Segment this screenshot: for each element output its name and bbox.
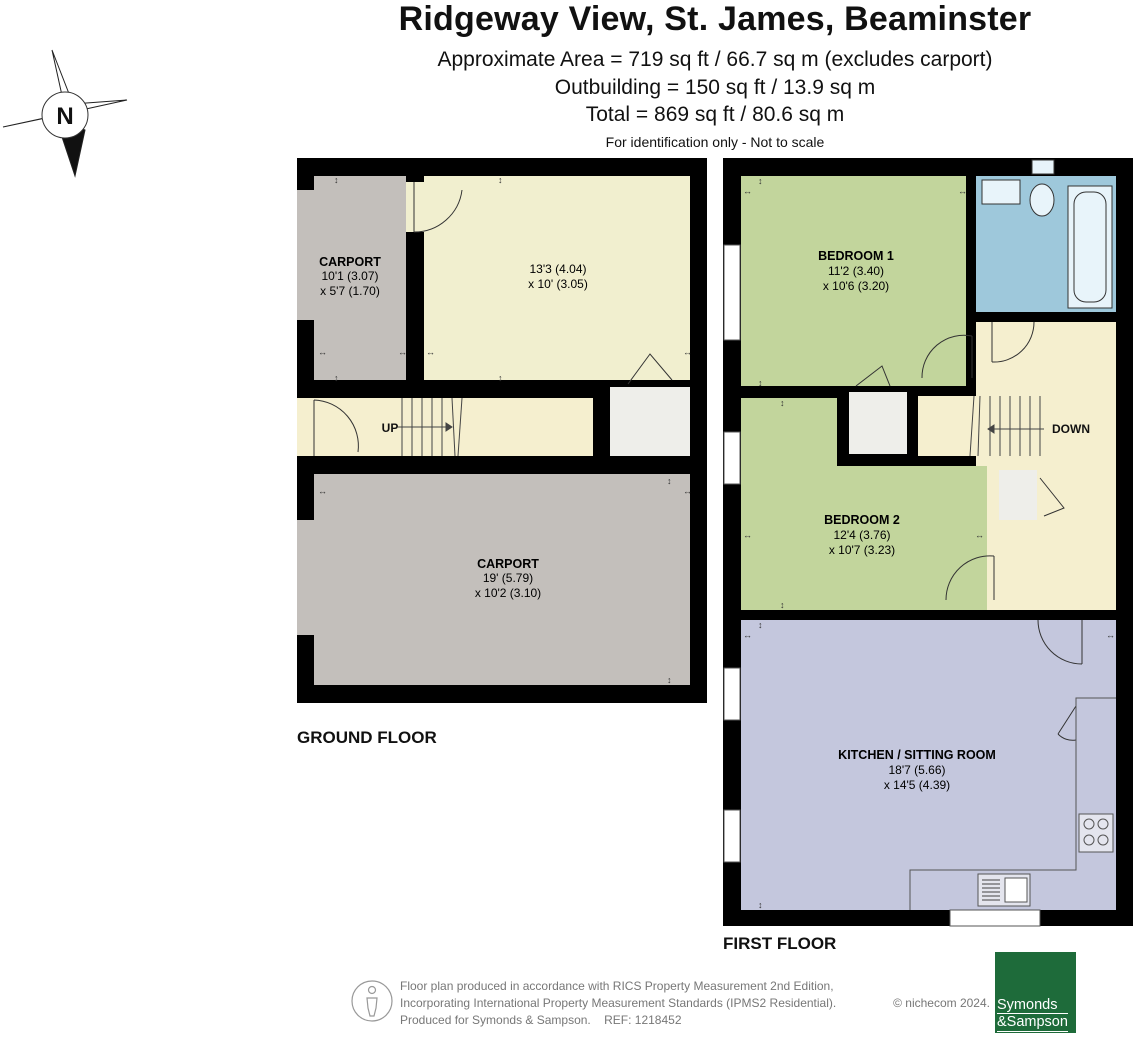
ground-cupboard-area <box>610 387 690 456</box>
compass-north-letter: N <box>56 103 73 130</box>
bedroom-1-dim2: x 10'6 (3.20) <box>823 279 889 293</box>
svg-text:↕: ↕ <box>667 476 672 486</box>
ground-floor-plan: UP ↕ ↕ ↕ ↕ ↔ ↔ ↔ ↔ ↔ ↔ ↕ ↕ CARPORT 10'1 (3.07)… <box>297 158 707 703</box>
ground-stairs-label: UP <box>382 421 399 435</box>
svg-text:↔: ↔ <box>975 530 984 540</box>
first-cupboard-1 <box>849 392 907 454</box>
carport-small-dim1: 10'1 (3.07) <box>322 269 379 283</box>
svg-text:↔: ↔ <box>683 486 692 496</box>
svg-text:↔: ↔ <box>1106 630 1115 640</box>
bedroom-1-dim1: 11'2 (3.40) <box>828 264 884 278</box>
svg-text:↔: ↔ <box>398 347 407 357</box>
ground-floor-label: GROUND FLOOR <box>297 728 437 747</box>
total-area-line: Total = 869 sq ft / 80.6 sq m <box>585 103 845 126</box>
carport-large-dim2: x 10'2 (3.10) <box>475 586 541 600</box>
svg-text:↕: ↕ <box>780 600 785 610</box>
carport-large-title: CARPORT <box>477 557 539 571</box>
outbuilding-area-line: Outbuilding = 150 sq ft / 13.9 sq m <box>554 76 876 99</box>
person-icon <box>351 980 393 1022</box>
footer-copyright: © nichecom 2024. <box>893 996 990 1010</box>
brand-line-2: &Sampson <box>997 1013 1068 1032</box>
carport-small-area <box>314 176 406 380</box>
bedroom-2-title: BEDROOM 2 <box>824 513 900 527</box>
svg-text:↕: ↕ <box>498 175 503 185</box>
plan-title: Ridgeway View, St. James, Beaminster <box>398 0 1032 38</box>
bedroom-2-area-b <box>837 466 987 610</box>
svg-text:↔: ↔ <box>318 486 327 496</box>
first-floor-plan: DOWN ↔ ↔ ↕ ↕ ↔ ↔ ↕ ↕ ↕ ↕ ↔ ↔ BEDROOM 1 11'2 (3… <box>723 158 1133 927</box>
brand-logo: Symonds &Sampson <box>995 952 1076 1033</box>
svg-text:↔: ↔ <box>426 347 435 357</box>
svg-text:↔: ↔ <box>958 186 967 196</box>
bedroom-2-area-a <box>741 398 837 610</box>
kitchen-dim2: x 14'5 (4.39) <box>884 778 950 792</box>
svg-text:↔: ↔ <box>318 347 327 357</box>
bedroom-2-dim1: 12'4 (3.76) <box>834 528 891 542</box>
svg-text:↕: ↕ <box>780 398 785 408</box>
first-stairs-label: DOWN <box>1052 422 1090 436</box>
svg-text:↔: ↔ <box>743 630 752 640</box>
footer-line-2: Incorporating International Property Mea… <box>400 996 837 1010</box>
first-stairs-area <box>918 396 1046 456</box>
carport-large-area <box>314 474 690 685</box>
svg-text:↔: ↔ <box>683 347 692 357</box>
identification-note: For identification only - Not to scale <box>605 134 825 150</box>
first-cupboard-2 <box>999 470 1037 520</box>
carport-large-dim1: 19' (5.79) <box>483 571 533 585</box>
svg-text:↕: ↕ <box>758 176 763 186</box>
compass-icon: N <box>2 49 128 178</box>
landing-area <box>976 322 1116 610</box>
footer-line-1: Floor plan produced in accordance with R… <box>400 979 834 993</box>
first-floor-label: FIRST FLOOR <box>723 934 837 953</box>
footer-text: Floor plan produced in accordance with R… <box>400 978 990 1029</box>
store-dim2: x 10' (3.05) <box>528 277 588 291</box>
kitchen-sitting-area <box>741 620 1116 910</box>
svg-text:↕: ↕ <box>667 675 672 685</box>
svg-text:↕: ↕ <box>758 620 763 630</box>
svg-text:↕: ↕ <box>334 175 339 185</box>
svg-text:↕: ↕ <box>334 373 339 383</box>
approximate-area-line: Approximate Area = 719 sq ft / 66.7 sq m… <box>437 48 993 71</box>
carport-small-dim2: x 5'7 (1.70) <box>320 284 380 298</box>
svg-text:↕: ↕ <box>758 378 763 388</box>
brand-line-1: Symonds <box>997 997 1058 1013</box>
carport-small-title: CARPORT <box>319 255 381 269</box>
kitchen-title: KITCHEN / SITTING ROOM <box>838 748 996 762</box>
svg-text:↔: ↔ <box>743 530 752 540</box>
svg-text:↕: ↕ <box>758 900 763 910</box>
store-dim1: 13'3 (4.04) <box>530 262 587 276</box>
kitchen-dim1: 18'7 (5.66) <box>889 763 946 777</box>
bedroom-1-title: BEDROOM 1 <box>818 249 894 263</box>
footer-ref: REF: 1218452 <box>604 1013 682 1027</box>
svg-text:↔: ↔ <box>743 186 752 196</box>
svg-text:↕: ↕ <box>498 373 503 383</box>
store-room-area <box>424 176 690 380</box>
bedroom-2-dim2: x 10'7 (3.23) <box>829 543 895 557</box>
bedroom-1-area <box>741 176 966 386</box>
footer-line-3: Produced for Symonds & Sampson. <box>400 1013 591 1027</box>
